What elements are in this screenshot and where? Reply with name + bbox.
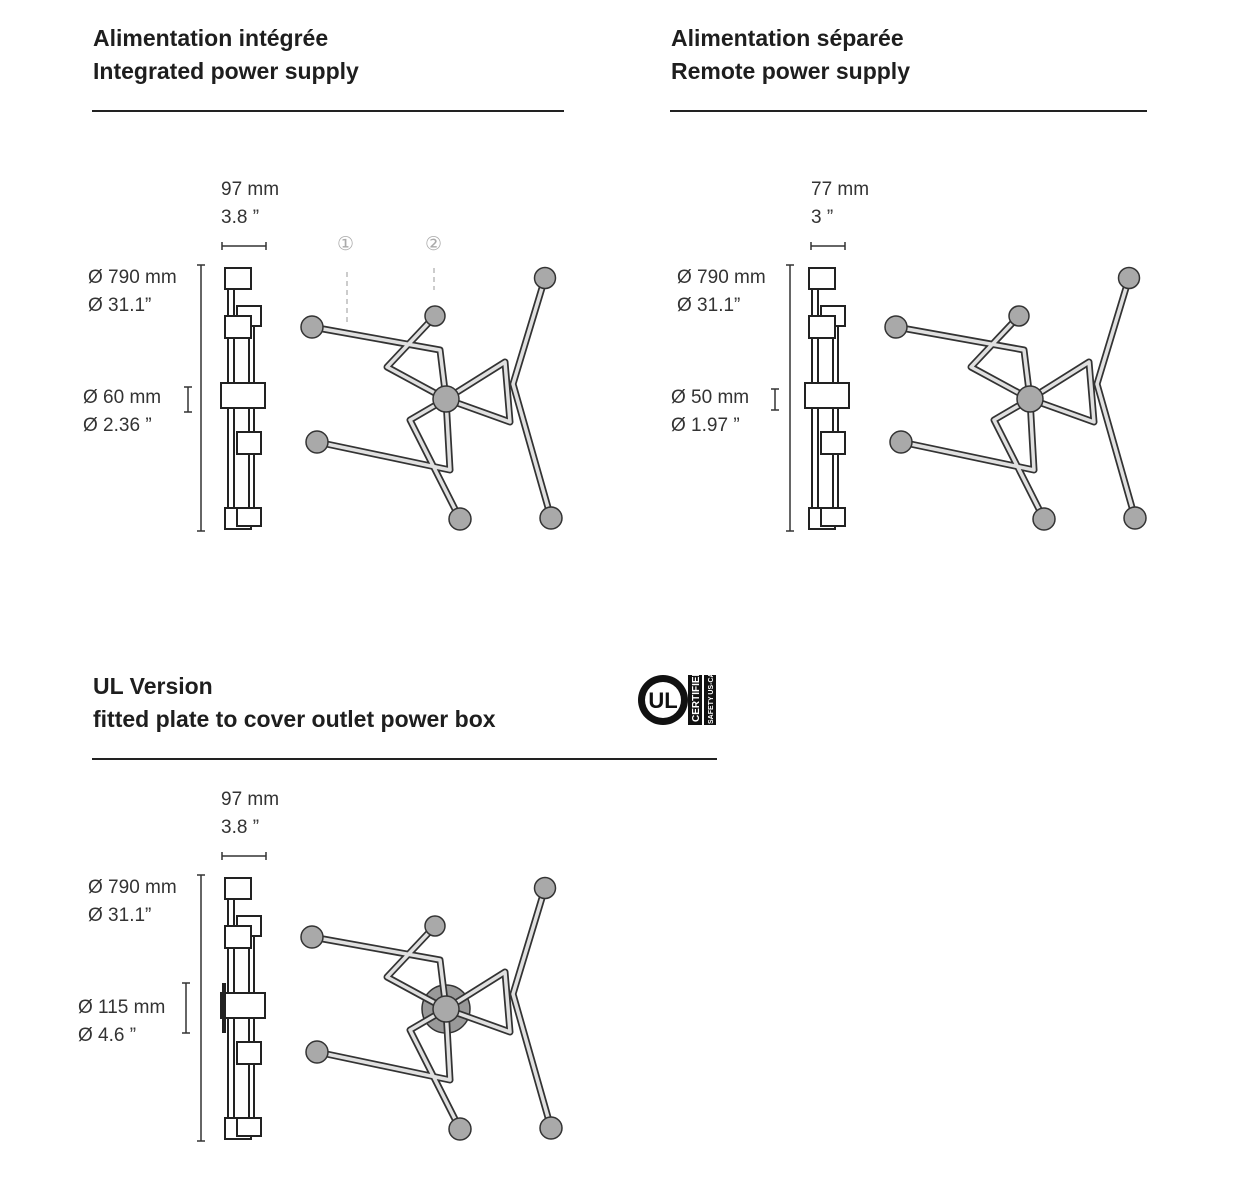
section-integrated-title: Alimentation intégrée Integrated power s… — [93, 22, 359, 88]
title-en: fitted plate to cover outlet power box — [93, 706, 496, 732]
side-profile — [220, 267, 266, 530]
divider — [92, 758, 717, 760]
section-remote-title: Alimentation séparée Remote power supply — [671, 22, 910, 88]
svg-text:CERTIFIED: CERTIFIED — [691, 672, 702, 722]
side-profile — [804, 267, 850, 530]
side-profile — [220, 877, 266, 1140]
title-en: Integrated power supply — [93, 58, 359, 84]
title-en: Remote power supply — [671, 58, 910, 84]
divider — [670, 110, 1147, 112]
front-view-lamp — [301, 268, 562, 531]
divider — [92, 110, 564, 112]
title-fr: UL Version — [93, 673, 213, 699]
front-view-lamp — [885, 268, 1146, 531]
outlet-cover-plate — [222, 983, 226, 1033]
svg-text:SAFETY US-CA: SAFETY US-CA — [708, 672, 715, 724]
callout-2: ② — [425, 234, 443, 255]
callout-1: ① — [337, 234, 355, 255]
ul-certified-logo: UL CERTIFIED SAFETY US-CA — [638, 672, 716, 725]
depth-dimension-line — [221, 242, 267, 250]
title-fr: Alimentation séparée — [671, 25, 904, 51]
title-fr: Alimentation intégrée — [93, 25, 329, 51]
section-ul-title: UL Version fitted plate to cover outlet … — [93, 670, 496, 736]
svg-text:UL: UL — [648, 688, 677, 713]
